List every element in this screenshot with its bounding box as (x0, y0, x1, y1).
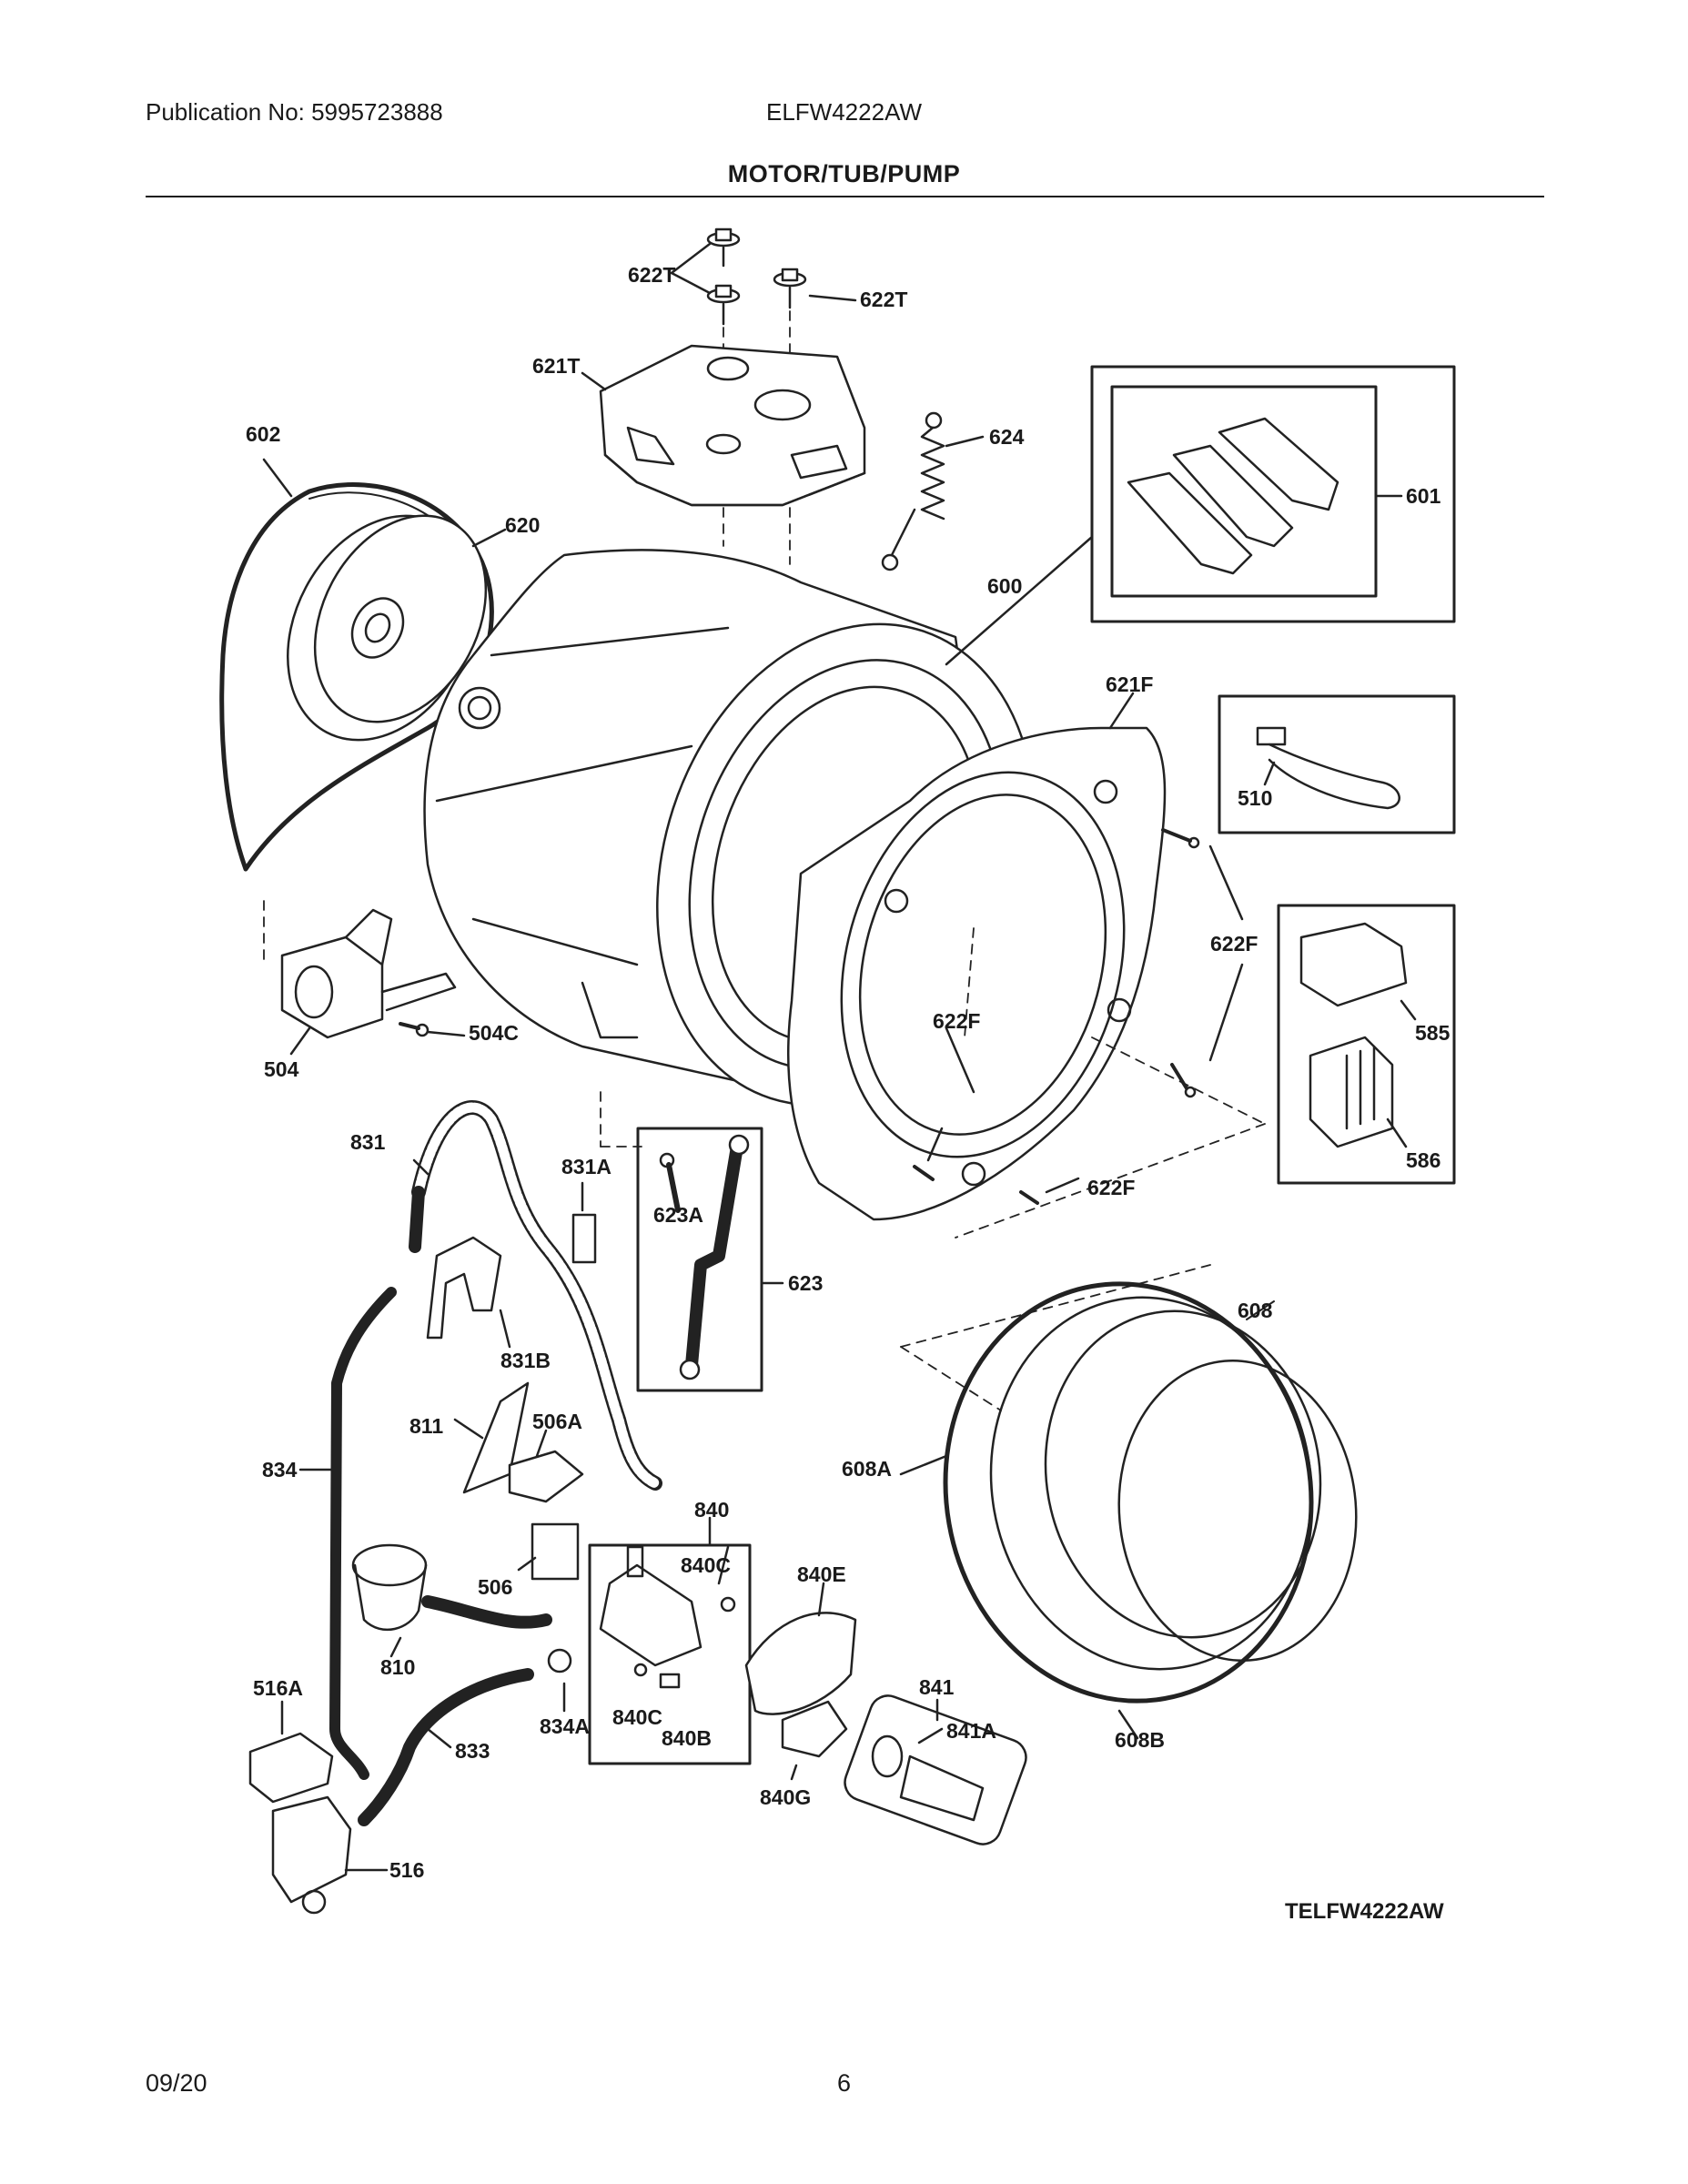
door-boot-608 (943, 1281, 1358, 1704)
drain-motor-504 (280, 908, 457, 1039)
clip-831A (571, 1213, 597, 1264)
box-510 (1218, 694, 1456, 834)
label-586: 586 (1406, 1148, 1440, 1172)
valve-516 (271, 1795, 352, 1915)
label-834A: 834A (540, 1714, 590, 1738)
label-622F-b: 622F (1087, 1176, 1135, 1199)
label-840: 840 (694, 1498, 729, 1522)
fitting-834A (547, 1648, 572, 1673)
label-608: 608 (1238, 1299, 1273, 1322)
box-840 (588, 1543, 752, 1765)
hose-bracket-831B (426, 1236, 502, 1340)
label-506: 506 (478, 1575, 512, 1599)
label-834: 834 (262, 1458, 298, 1481)
label-624: 624 (989, 425, 1025, 449)
inlet-hose-834 (329, 1287, 397, 1780)
counterweight-621T (599, 344, 866, 507)
tension-spring-624 (881, 411, 945, 571)
hose-833 (358, 1668, 534, 1826)
heater-element-510 (1256, 726, 1400, 810)
label-600: 600 (987, 574, 1022, 598)
drum-lifters-601 (1127, 417, 1339, 575)
label-620: 620 (505, 513, 540, 537)
label-841A: 841A (946, 1719, 996, 1743)
label-841: 841 (919, 1675, 955, 1699)
label-810: 810 (380, 1655, 415, 1679)
front-tub-frame-621F (787, 726, 1167, 1221)
screw-622T-top (706, 228, 741, 268)
box-601-inner (1110, 385, 1378, 598)
label-516: 516 (389, 1858, 424, 1882)
drain-hose-831 (409, 1100, 662, 1491)
label-840G: 840G (760, 1785, 811, 1809)
label-623: 623 (788, 1271, 823, 1295)
cover-506A (508, 1450, 584, 1503)
label-621F: 621F (1106, 672, 1153, 696)
label-840C-b: 840C (612, 1705, 662, 1729)
reference-code: TELFW4222AW (1285, 1899, 1444, 1924)
screw-622F-c (913, 1165, 935, 1181)
label-840E: 840E (797, 1562, 846, 1586)
box-601-outer (1090, 365, 1456, 623)
page-number: 6 (836, 2069, 852, 2097)
label-608A: 608A (842, 1457, 892, 1481)
module-586 (1309, 1036, 1394, 1148)
label-602: 602 (246, 422, 280, 446)
section-title: MOTOR/TUB/PUMP (727, 160, 961, 187)
label-840C-a: 840C (681, 1553, 731, 1577)
label-506A: 506A (532, 1410, 582, 1433)
drain-pump-840 (599, 1545, 702, 1667)
screw-504C (399, 1022, 430, 1037)
publication-number: Publication No: 5995723888 (146, 98, 443, 126)
publication-date: 09/20 (146, 2069, 207, 2097)
pump-cover-840E (744, 1612, 857, 1715)
pump-506 (531, 1522, 580, 1581)
pin-623A (659, 1152, 681, 1213)
label-622F-m: 622F (933, 1009, 980, 1033)
cover-585 (1299, 922, 1408, 1007)
screw-622T-mid (706, 284, 741, 326)
label-621T: 621T (532, 354, 580, 378)
label-608B: 608B (1115, 1728, 1165, 1752)
nut-840C-a (720, 1596, 736, 1613)
label-622F-r: 622F (1210, 932, 1258, 956)
filter-assembly-841 (844, 1694, 1027, 1845)
label-504: 504 (264, 1057, 299, 1081)
shock-absorber-623 (679, 1134, 750, 1380)
header-rule (146, 196, 1544, 197)
screw-622F-d (1019, 1190, 1039, 1205)
drive-pulley-620 (287, 514, 488, 742)
pump-cover-840G (781, 1700, 848, 1758)
box-585-586 (1277, 904, 1456, 1185)
screw-622F-b (1170, 1063, 1197, 1098)
screw-622F-a (1161, 828, 1200, 849)
label-831B: 831B (500, 1349, 551, 1372)
label-831: 831 (350, 1130, 386, 1154)
label-840B: 840B (662, 1726, 712, 1750)
gasket-840B (659, 1673, 681, 1689)
label-504C: 504C (469, 1021, 519, 1045)
label-510: 510 (1238, 786, 1272, 810)
pump-810 (351, 1543, 552, 1632)
box-623 (636, 1127, 763, 1392)
nut-840C-b (633, 1663, 648, 1677)
label-601: 601 (1406, 484, 1441, 508)
cover-516A (248, 1732, 334, 1804)
label-831A: 831A (561, 1155, 612, 1178)
model-number: ELFW4222AW (766, 98, 922, 126)
label-585: 585 (1415, 1021, 1450, 1045)
screw-622T-right (773, 268, 807, 309)
label-622T-a: 622T (628, 263, 675, 287)
label-833: 833 (455, 1739, 490, 1763)
label-811: 811 (409, 1414, 443, 1438)
label-622T-b: 622T (860, 288, 907, 311)
label-623A: 623A (653, 1203, 703, 1227)
label-516A: 516A (253, 1676, 303, 1700)
